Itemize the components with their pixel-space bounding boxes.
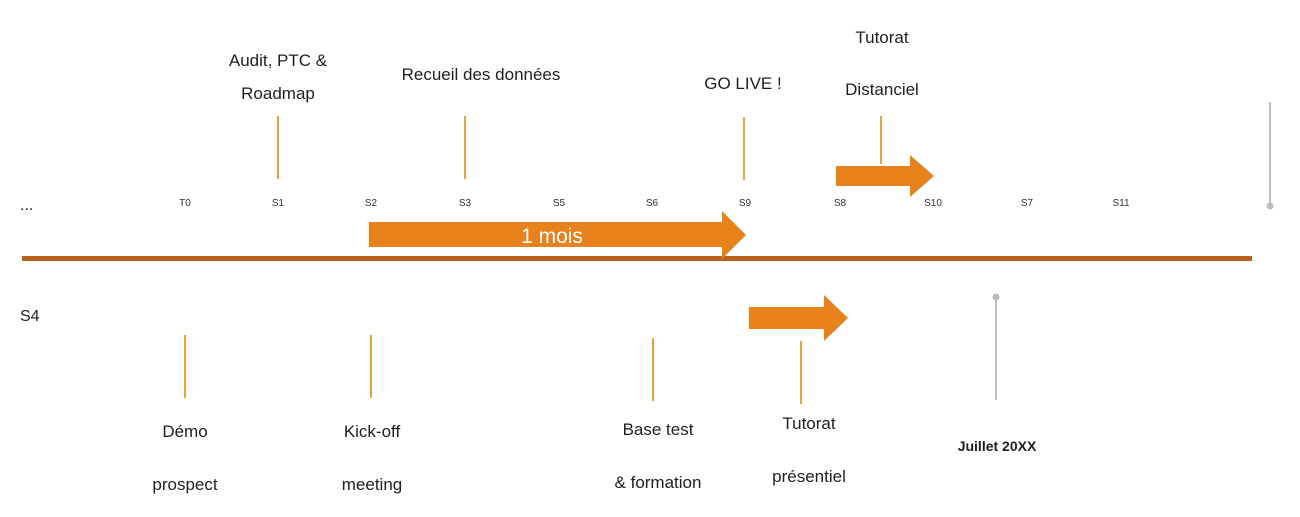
milestone-tick-tutorat-presentiel [800, 341, 802, 404]
milestone-label-demo: Démo [162, 422, 207, 441]
milestone-label-tutorat-presentiel: présentiel [772, 467, 846, 486]
milestone-label-base-test: Base test [623, 420, 694, 439]
duration-arrow-label: 1 mois [521, 225, 583, 248]
timeline-axis [22, 256, 1252, 261]
milestone-tick-audit [277, 116, 279, 179]
milestone-tick-tutorat-distanciel [880, 116, 882, 164]
milestone-label-kickoff: meeting [342, 475, 402, 494]
milestone-label-golive: GO LIVE ! [704, 74, 781, 93]
milestone-tick-demo [184, 335, 186, 398]
milestone-tick-golive [743, 117, 745, 180]
week-label: S2 [365, 198, 378, 209]
week-label: S6 [646, 198, 659, 209]
milestone-tick-recueil [464, 116, 466, 179]
week-label: S7 [1021, 198, 1034, 209]
week-label: S3 [459, 198, 472, 209]
end-pin-bottom-head [992, 293, 1000, 301]
milestone-tick-base-test [652, 338, 654, 401]
week-label: S8 [834, 198, 847, 209]
end-pin-top-head [1266, 202, 1274, 210]
milestone-label-audit: Audit, PTC & [229, 51, 328, 70]
milestone-label-audit: Roadmap [241, 84, 315, 103]
week-label: S10 [924, 198, 942, 209]
milestone-label-tutorat-distanciel: Tutorat [855, 28, 909, 47]
week-label: S1 [272, 198, 285, 209]
duration-arrow-1-mois [369, 211, 746, 259]
milestone-label-tutorat-distanciel: Distanciel [845, 80, 919, 99]
end-marker-label: Juillet 20XX [958, 438, 1037, 454]
milestone-label-tutorat-presentiel: Tutorat [782, 414, 836, 433]
timeline-left-label: S4 [20, 308, 40, 325]
milestone-label-kickoff: Kick-off [344, 422, 401, 441]
milestone-tick-kickoff [370, 335, 372, 398]
week-label: S11 [1112, 198, 1129, 209]
arrow-tutorat-distanciel [836, 155, 934, 197]
arrow-tutorat-presentiel [749, 295, 848, 341]
end-pin-bottom-stem [995, 297, 997, 400]
milestone-label-demo: prospect [152, 475, 217, 494]
end-pin-top-stem [1269, 102, 1271, 205]
week-label: S9 [739, 198, 752, 209]
week-label: T0 [179, 198, 191, 209]
milestone-label-base-test: & formation [615, 473, 702, 492]
milestone-label-recueil: Recueil des données [402, 65, 561, 84]
week-label: S5 [553, 198, 566, 209]
timeline-left-ellipsis: ... [20, 197, 33, 214]
